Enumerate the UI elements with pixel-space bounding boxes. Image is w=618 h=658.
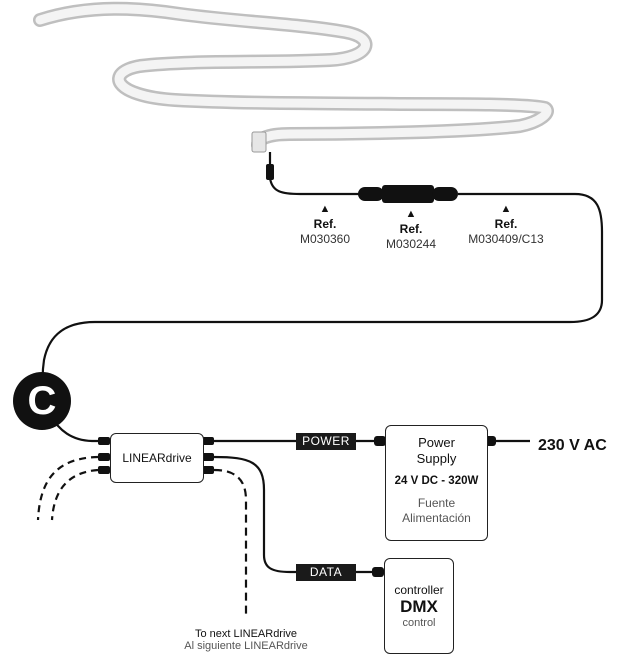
ref-label: Ref. (399, 221, 423, 236)
led-strip (33, 1, 554, 153)
out-connector-3 (202, 466, 214, 474)
led-strip-inner (35, 4, 552, 150)
controller-box: controller DMX control (384, 558, 454, 654)
controller-line3: control (402, 617, 436, 629)
ref-m030360: ▲ Ref. M030360 (293, 203, 357, 247)
out-connector-2 (202, 453, 214, 461)
in-connector-1 (98, 437, 110, 445)
dashed-out-1 (36, 455, 99, 521)
in-connector-2 (98, 453, 110, 461)
controller-connector (372, 567, 384, 577)
psu-es-1: Fuente (417, 496, 456, 510)
controller-dmx: DMX (400, 597, 438, 616)
connector-m030360 (358, 187, 384, 201)
psu-title-1: Power (418, 435, 455, 450)
psu-es-2: Alimentación (402, 511, 471, 525)
next-note-en: To next LINEARdrive (194, 628, 298, 640)
in-connector-3 (98, 466, 110, 474)
mains-label: 230 V AC (538, 437, 607, 454)
data-tag: DATA (296, 564, 356, 581)
psu-title-2: Supply (416, 451, 457, 466)
power-tag: POWER (296, 433, 356, 450)
controller-line1: controller (394, 583, 444, 597)
psu-dc-connector (374, 436, 386, 446)
strip-connector-icon (266, 164, 274, 180)
ref-m030244: ▲ Ref. M030244 (379, 208, 443, 252)
connector-m030244 (382, 185, 434, 203)
psu-rating: 24 V DC - 320W (394, 475, 479, 487)
next-drive-note: To next LINEARdrive Al siguiente LINEARd… (166, 628, 326, 652)
ref-label: Ref. (494, 216, 518, 231)
lineardrive-box: LINEARdrive (110, 433, 204, 483)
dashed-out-2 (50, 468, 99, 521)
ref-m030409: ▲ Ref. M030409/C13 (460, 203, 552, 247)
ref-code: M030244 (385, 236, 437, 251)
out-connector-1 (202, 437, 214, 445)
triangle-marker-icon: ▲ (405, 208, 417, 220)
ref-label: Ref. (313, 216, 337, 231)
ref-code: M030360 (299, 231, 351, 246)
triangle-marker-icon: ▲ (319, 203, 331, 215)
connector-m030409 (432, 187, 458, 201)
dashed-next-drive (213, 468, 248, 616)
power-supply-box: Power Supply 24 V DC - 320W Fuente Alime… (385, 425, 488, 541)
ref-code: M030409/C13 (468, 231, 544, 246)
section-badge: C (13, 372, 71, 430)
feed-cable (268, 152, 360, 196)
data-line (213, 455, 376, 574)
strip-end-cap (251, 131, 267, 153)
triangle-marker-icon: ▲ (500, 203, 512, 215)
next-note-es: Al siguiente LINEARdrive (184, 640, 308, 652)
connector-chain (358, 185, 458, 203)
lineardrive-label: LINEARdrive (122, 451, 192, 465)
